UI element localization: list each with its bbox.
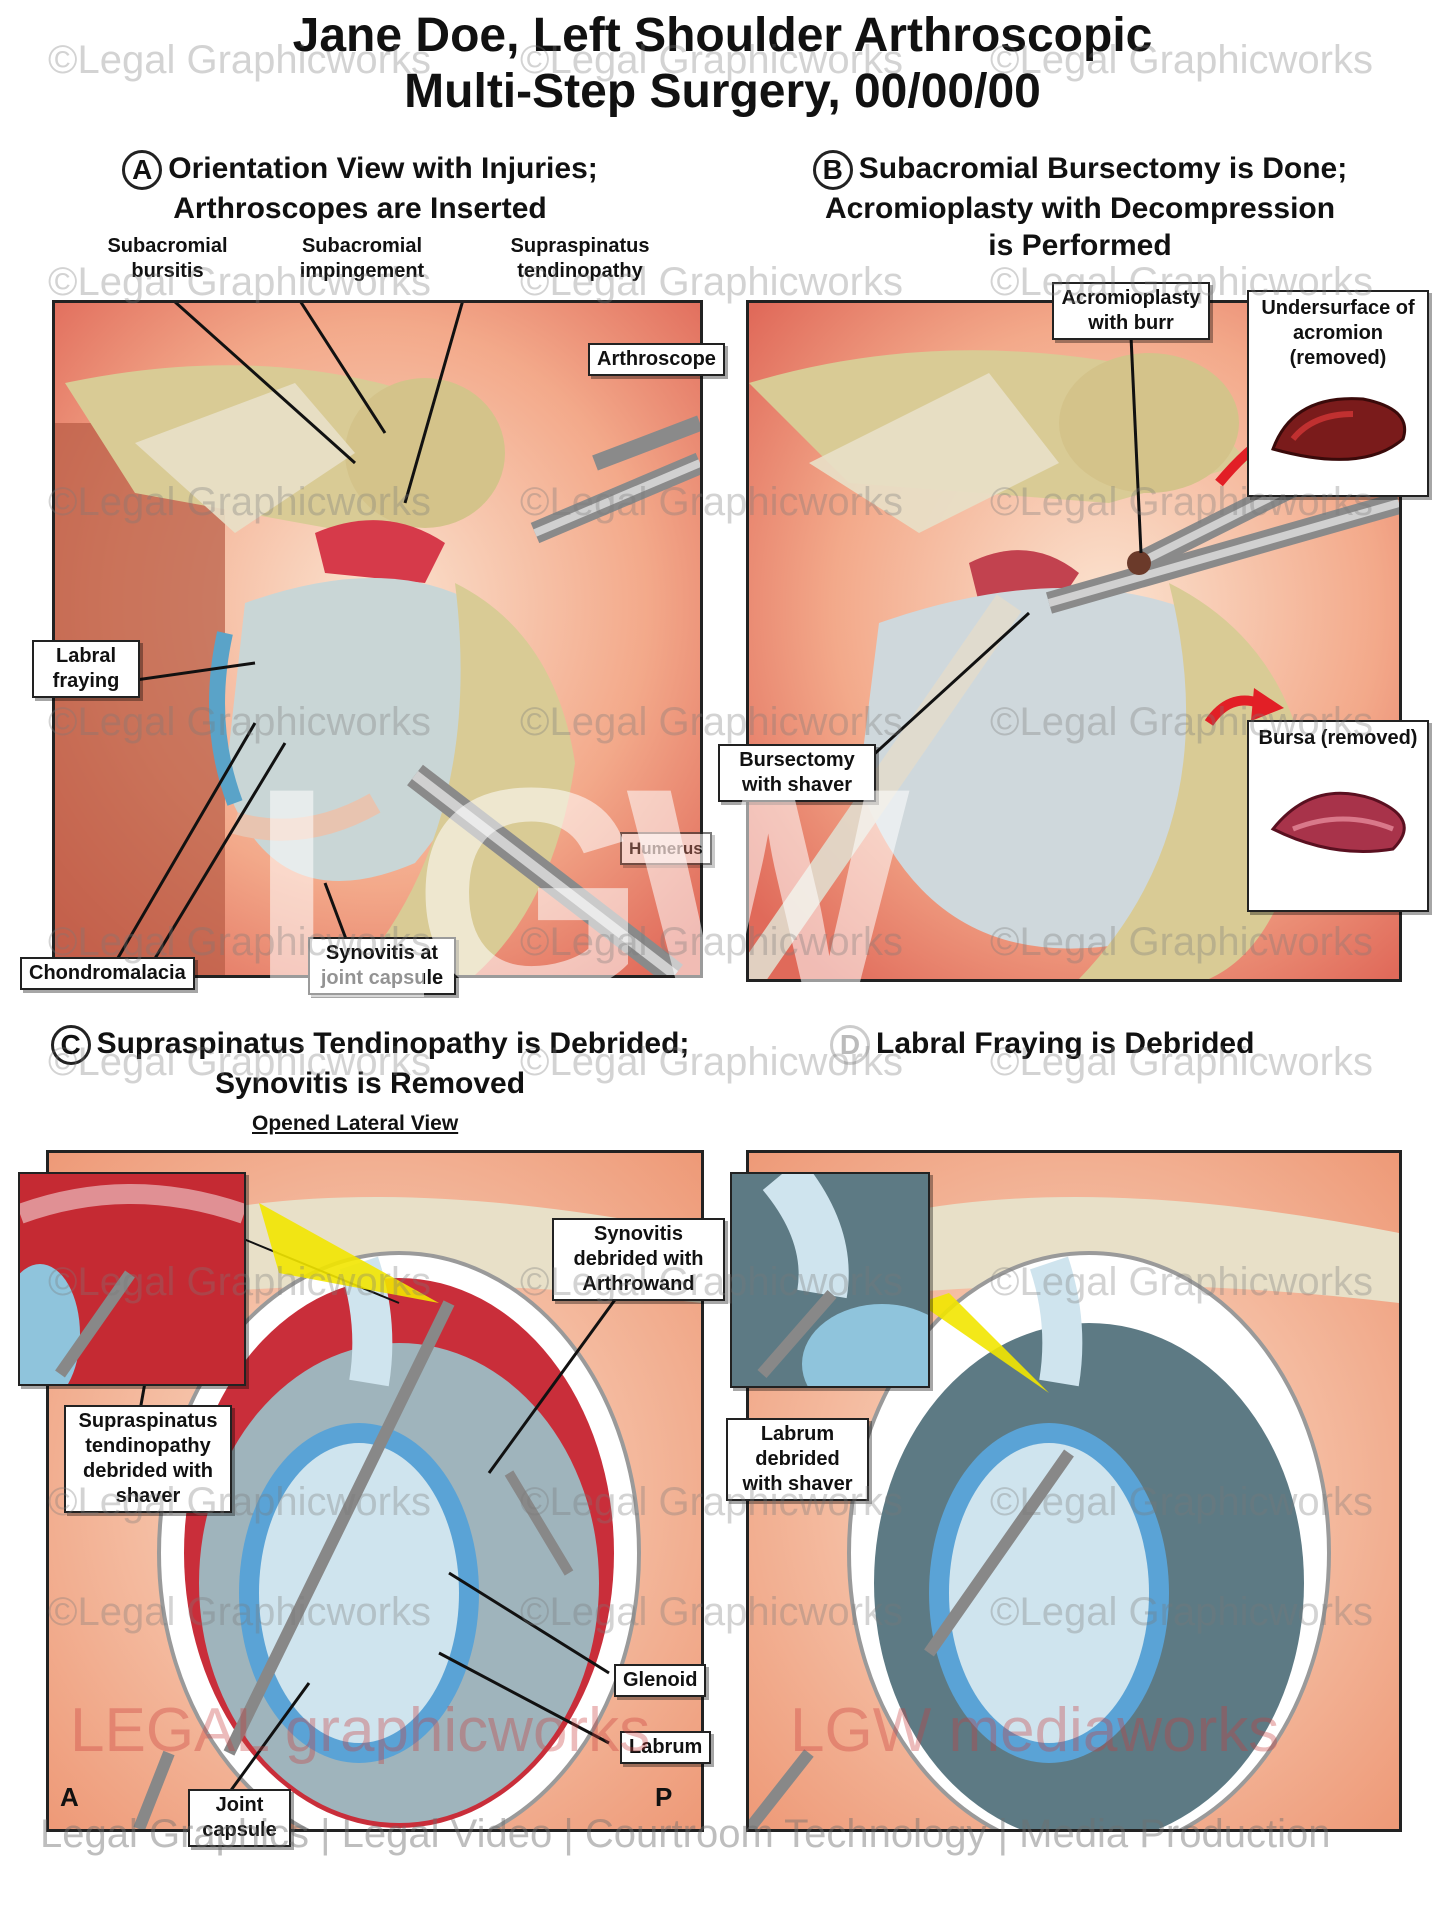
label-supraspinatus-tendinopathy: Supraspinatus tendinopathy	[510, 235, 650, 282]
label-supraspinatus-debrided: Supraspinatus tendinopathy debrided with…	[64, 1405, 232, 1513]
label-labrum-c: Labrum	[620, 1731, 712, 1764]
panel-c-title-line1: Supraspinatus Tendinopathy is Debrided;	[96, 1027, 690, 1060]
panel-b-title-line3: is Performed	[988, 229, 1172, 263]
panel-b-title-line1: Subacromial Bursectomy is Done;	[858, 152, 1348, 185]
panel-c-letter-icon: C	[50, 1025, 91, 1066]
label-labral-fraying: Labral fraying	[32, 640, 140, 698]
panel-a-shoulder-drawing	[55, 303, 700, 975]
lgw-big-logo: LGW	[250, 725, 910, 1061]
label-arthroscope: Arthroscope	[588, 343, 725, 376]
panel-d-illustration	[746, 1150, 1402, 1832]
label-synovitis-capsule: Synovitis at joint capsule	[308, 937, 456, 995]
label-subacromial-bursitis: Subacromial bursitis	[107, 235, 228, 282]
panel-a-title-line1: Orientation View with Injuries;	[168, 152, 598, 185]
label-glenoid: Glenoid	[614, 1664, 707, 1697]
closeup-labrum-shaver-image	[732, 1158, 962, 1424]
main-title-line1: Jane Doe, Left Shoulder Arthroscopic	[292, 9, 1153, 62]
label-synovitis-arthrowand: Synovitis debrided with Arthrowand	[552, 1218, 725, 1301]
label-subacromial-impingement: Subacromial impingement	[299, 235, 425, 282]
panel-a-letter-icon: A	[122, 150, 163, 191]
panel-c-subtitle: Opened Lateral View	[252, 1112, 459, 1135]
panel-d-letter-icon: D	[830, 1025, 870, 1066]
closeup-shaver-image	[0, 1174, 248, 1404]
label-undersurface-acromion: Undersurface of acromion (removed)	[1261, 297, 1415, 369]
panel-b-letter-icon: B	[812, 150, 853, 191]
orientation-posterior: P	[655, 1782, 673, 1812]
panel-d-glenoid-drawing	[749, 1153, 1399, 1829]
inset-labrum-closeup	[730, 1158, 962, 1424]
label-joint-capsule: Joint capsule	[188, 1789, 291, 1847]
label-chondromalacia: Chondromalacia	[20, 957, 195, 990]
main-title-line2: Multi-Step Surgery, 00/00/00	[404, 65, 1041, 118]
panel-a-title-line2: Arthroscopes are Inserted	[173, 192, 547, 226]
inset-bursa-removed: Bursa (removed)	[1247, 720, 1429, 912]
panel-c-title-line2: Synovitis is Removed	[214, 1067, 526, 1101]
panel-d-title-text: Labral Fraying is Debrided	[876, 1027, 1255, 1060]
panel-a-illustration	[52, 300, 703, 978]
acromion-fragment-image	[1271, 397, 1406, 461]
bursa-fragment-image	[1270, 791, 1406, 853]
label-bursectomy-shaver: Bursectomy with shaver	[718, 744, 876, 802]
orientation-anterior: A	[60, 1782, 79, 1812]
label-humerus: Humerus	[620, 832, 712, 865]
footer-services: Legal Graphics | Legal Video | Courtroom…	[40, 1812, 1331, 1856]
inset-supraspinatus-closeup	[0, 1172, 248, 1404]
label-acromioplasty-burr: Acromioplasty with burr	[1052, 282, 1210, 340]
label-bursa-removed: Bursa (removed)	[1258, 727, 1418, 749]
inset-acromion-removed: Undersurface of acromion (removed)	[1247, 290, 1429, 497]
panel-b-title-line2: Acromioplasty with Decompression	[824, 192, 1336, 226]
label-labrum-debrided: Labrum debrided with shaver	[726, 1418, 869, 1501]
